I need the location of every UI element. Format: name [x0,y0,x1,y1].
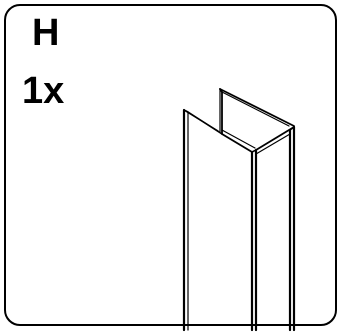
part-letter-label: H [32,12,60,54]
part-card: H 1x [4,4,337,326]
part-quantity-label: 1x [22,70,65,112]
